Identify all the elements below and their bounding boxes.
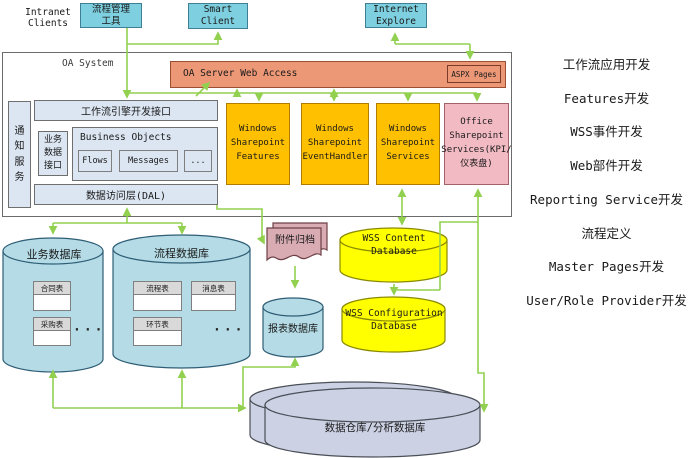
messages-box: Messages [119, 150, 178, 172]
web-access-label: OA Server Web Access [183, 68, 298, 79]
table-chip-header: 采购表 [34, 318, 70, 331]
business-objects-title: Business Objects [80, 132, 172, 143]
process-tool-client-box: 流程管理 工具 [80, 3, 142, 28]
dev-task: Web部件开发 [570, 158, 643, 174]
business-data-api-box: 业务数据接口 [38, 131, 68, 176]
more-tables-dots: ··· [73, 323, 106, 338]
table-chip: 流程表 [133, 281, 182, 311]
business-db-label: 业务数据库 [26, 248, 82, 261]
dev-task: WSS事件开发 [570, 124, 643, 140]
wss-services-box: Windows Sharepoint Services [376, 103, 440, 185]
intranet-clients-label: Intranet Clients [25, 7, 71, 29]
archive-label: 附件归档 [275, 235, 315, 246]
more-tables-dots: ··· [213, 323, 246, 338]
dev-task: Reporting Service开发 [530, 191, 683, 207]
dev-task: 流程定义 [581, 225, 632, 241]
table-chip-header: 环节表 [134, 318, 181, 331]
wss-content-db-label: WSS Content Database [362, 233, 426, 257]
wss-eventhandler-box: Windows Sharepoint EventHandler [301, 103, 369, 185]
office-branch-line [439, 221, 478, 290]
table-chip-header: 消息表 [192, 282, 235, 295]
table-chip: 消息表 [191, 281, 236, 311]
smart-client-box: Smart Client [188, 3, 248, 29]
notify-service-box: 通知服务 [8, 101, 31, 208]
notify-service-label: 通知服务 [14, 125, 25, 184]
report-db-label: 报表数据库 [268, 324, 318, 335]
arrow-office-to-warehouse [477, 201, 489, 413]
arrow-warehouse-to-reportdb [242, 357, 300, 408]
office-sharepoint-box: Office Sharepoint Services(KPI/仪表盘) [441, 103, 512, 185]
dev-task: Features开发 [563, 90, 650, 106]
business-data-api-label: 业务数据接口 [43, 134, 62, 172]
arrow-to-smart-client [127, 31, 223, 45]
dev-task: 工作流应用开发 [562, 57, 651, 72]
table-chip: 合同表 [33, 281, 71, 311]
table-chip-header: 合同表 [34, 282, 70, 295]
warehouse-label: 数据仓库/分析数据库 [324, 422, 426, 434]
dev-task: User/Role Provider开发 [526, 292, 687, 308]
aspx-pages-box: ASPX Pages [447, 65, 501, 83]
dev-task-list: 工作流应用开发 Features开发 WSS事件开发 Web部件开发 Repor… [518, 57, 695, 309]
wss-features-box: Windows Sharepoint Features [226, 103, 290, 185]
dev-task: Master Pages开发 [548, 259, 665, 275]
workflow-api-bar: 工作流引擎开发接口 [34, 100, 218, 121]
internet-explore-box: Internet Explore [365, 3, 427, 28]
more-objects-box: ... [184, 150, 212, 172]
wss-config-db-label: WSS Configuration Database [345, 308, 443, 332]
oa-system-title: OA System [62, 58, 114, 69]
table-chip: 采购表 [33, 317, 71, 346]
dal-bar: 数据访问层(DAL) [34, 184, 218, 205]
flow-db-label: 流程数据库 [154, 247, 209, 260]
table-chip: 环节表 [133, 317, 182, 346]
flows-box: Flows [78, 150, 112, 172]
table-chip-header: 流程表 [134, 282, 181, 295]
